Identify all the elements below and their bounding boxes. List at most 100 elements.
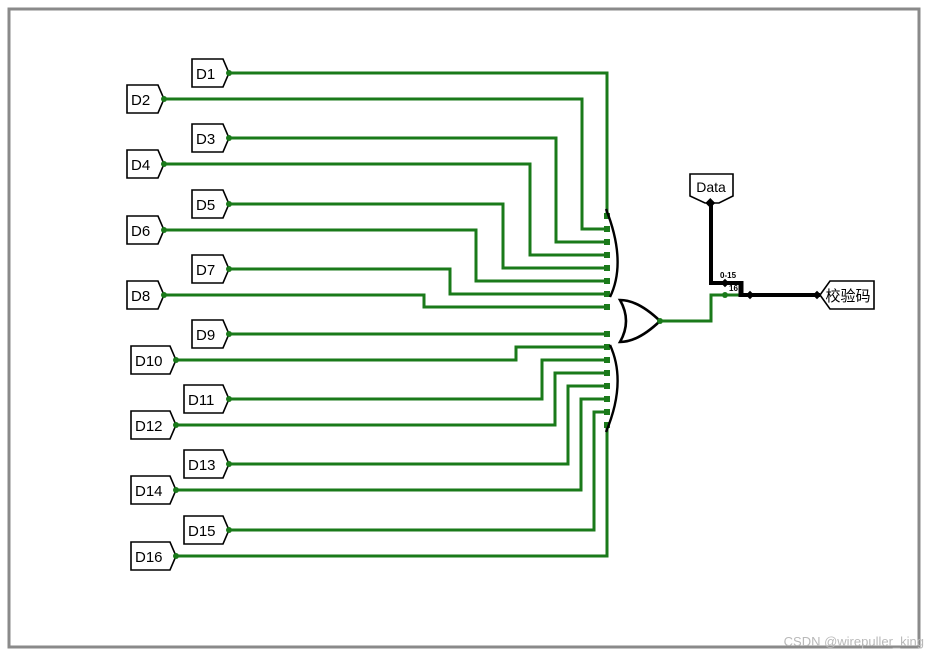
gate-input-extension-bottom (604, 344, 619, 433)
pin-box (183, 449, 230, 479)
pin-connector-dot (173, 487, 179, 493)
or-output-dot (657, 318, 663, 324)
pin-label: D12 (135, 418, 163, 435)
pin-label: D11 (188, 392, 214, 409)
pin-box (191, 189, 230, 219)
checksum-output-pin[interactable]: 校验码 (819, 280, 875, 310)
wire-d14 (176, 397, 607, 492)
pin-box (191, 254, 230, 284)
gate-input-connector (604, 213, 610, 219)
splitter-in16-dot (722, 292, 728, 298)
watermark: CSDN @wirepuller_king (783, 634, 924, 649)
checksum-output-label: 校验码 (825, 288, 870, 305)
wire-d15 (229, 410, 607, 532)
input-pin-d2[interactable]: D2 (126, 84, 167, 114)
gate-input-connector (604, 344, 610, 350)
pin-connector-dot (226, 461, 232, 467)
pin-label: D7 (196, 262, 215, 279)
gate-input-connector (604, 291, 610, 297)
input-pin-d5[interactable]: D5 (191, 189, 232, 219)
pin-label: D14 (135, 483, 163, 500)
pin-label: D8 (131, 288, 150, 305)
wire-d11 (229, 358, 607, 401)
pin-box (130, 410, 177, 440)
or-output-wire (660, 293, 740, 323)
gate-input-connector (604, 265, 610, 271)
pin-label: D9 (196, 327, 215, 344)
pin-box (126, 149, 165, 179)
pin-connector-dot (161, 96, 167, 102)
or-gate-body (617, 298, 662, 344)
input-pin-d8[interactable]: D8 (126, 280, 167, 310)
wire-d3 (229, 136, 607, 244)
pin-connector-dot (161, 292, 167, 298)
input-pin-d16[interactable]: D16 (130, 541, 179, 571)
pin-connector-dot (161, 227, 167, 233)
pin-connector-dot (226, 527, 232, 533)
pin-box (126, 84, 165, 114)
gate-input-connector (604, 304, 610, 310)
data-bus (709, 203, 740, 285)
output-bus-junction (745, 290, 755, 300)
wire-d5 (229, 202, 607, 270)
input-pin-d6[interactable]: D6 (126, 215, 167, 245)
gate-input-connector (604, 409, 610, 415)
gate-input-connector (604, 252, 610, 258)
pin-label: D15 (188, 523, 216, 540)
pin-label: D13 (188, 457, 216, 474)
input-pin-d4[interactable]: D4 (126, 149, 167, 179)
pin-label: D6 (131, 223, 150, 240)
data-pin[interactable]: Data (689, 173, 734, 204)
wire-d8 (164, 293, 607, 309)
input-pin-d10[interactable]: D10 (130, 345, 179, 375)
pin-box (191, 123, 230, 153)
input-pin-d9[interactable]: D9 (191, 319, 232, 349)
input-wires (164, 71, 609, 558)
input-pin-d3[interactable]: D3 (191, 123, 232, 153)
input-pin-d15[interactable]: D15 (183, 515, 232, 545)
pin-box (126, 215, 165, 245)
gate-input-connector (604, 226, 610, 232)
pin-label: D10 (135, 353, 163, 370)
input-pin-d13[interactable]: D13 (183, 449, 232, 479)
input-pin-d1[interactable]: D1 (191, 58, 232, 88)
pin-box (130, 345, 177, 375)
pin-label: D4 (131, 157, 150, 174)
gate-input-connector (604, 422, 610, 428)
pin-box (183, 384, 230, 414)
pin-connector-dot (226, 135, 232, 141)
gate-input-connector (604, 278, 610, 284)
gate-input-connector (604, 370, 610, 376)
input-pin-d12[interactable]: D12 (130, 410, 179, 440)
pin-connector-dot (226, 201, 232, 207)
input-pin-d11[interactable]: D11 (183, 384, 232, 414)
pin-label: D1 (196, 66, 215, 83)
pin-label: D2 (131, 92, 150, 109)
pin-connector-dot (173, 357, 179, 363)
wire-d6 (164, 228, 607, 283)
data-pin-label: Data (696, 179, 726, 195)
wire-d16 (176, 425, 609, 558)
wire-d13 (229, 384, 607, 466)
pin-connector-dot (161, 161, 167, 167)
pin-box (191, 58, 230, 88)
input-pin-d7[interactable]: D7 (191, 254, 232, 284)
input-pin-d14[interactable]: D14 (130, 475, 179, 505)
wire-d1 (229, 71, 609, 216)
pin-connector-dot (226, 266, 232, 272)
or-gate (604, 208, 662, 433)
pin-box (130, 475, 177, 505)
splitter-index-label: 16 (729, 284, 738, 293)
pin-connector-dot (226, 331, 232, 337)
canvas-border (7, 7, 921, 649)
pin-label: D5 (196, 197, 215, 214)
gate-input-connector (604, 396, 610, 402)
gate-input-connector (604, 239, 610, 245)
wire-d7 (229, 267, 607, 296)
gate-input-connector (604, 383, 610, 389)
pin-label: D3 (196, 131, 215, 148)
wire-d2 (164, 97, 607, 231)
pin-connector-dot (226, 396, 232, 402)
